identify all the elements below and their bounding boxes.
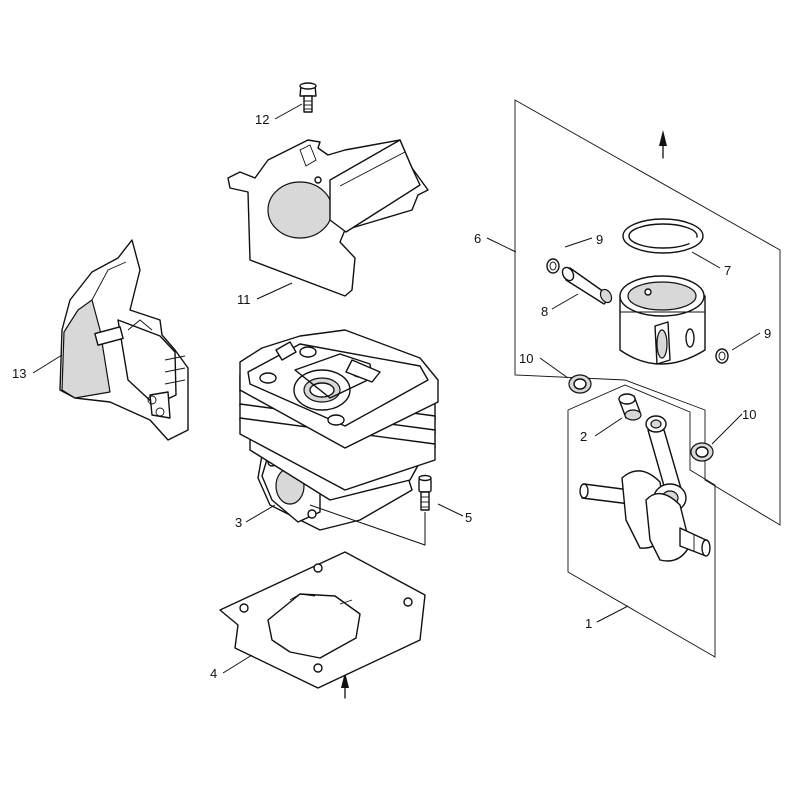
callout-4: 4 <box>210 666 217 681</box>
piston-pin-part-8 <box>561 266 613 305</box>
callout-11: 11 <box>237 292 251 307</box>
bolt-part-12 <box>299 82 317 113</box>
air-guide-part-13 <box>59 239 189 441</box>
leader-lines <box>32 103 761 674</box>
callout-8: 8 <box>541 304 548 319</box>
direction-arrow-top <box>659 130 667 159</box>
needle-bearing-part-2 <box>618 393 642 421</box>
callout-7: 7 <box>724 263 731 278</box>
callout-5: 5 <box>465 510 472 525</box>
callout-10-right: 10 <box>742 407 756 422</box>
heat-shield-part-11 <box>227 139 429 297</box>
callout-12: 12 <box>255 112 269 127</box>
callout-9-lower: 9 <box>764 326 771 341</box>
cylinder-part-3 <box>239 329 439 531</box>
callout-10-left: 10 <box>519 351 533 366</box>
callout-9-upper: 9 <box>596 232 603 247</box>
callout-13: 13 <box>12 366 26 381</box>
callout-2: 2 <box>580 429 587 444</box>
circlip-part-9-lower <box>715 348 729 364</box>
piston <box>619 275 706 365</box>
washer-part-10-left <box>568 374 592 394</box>
screw-part-5 <box>309 474 432 546</box>
circlip-part-9-upper <box>546 258 560 274</box>
crankshaft-frame <box>567 384 716 658</box>
gasket-part-4 <box>219 551 426 689</box>
callout-labels: 12 11 13 3 4 5 6 7 8 9 9 10 10 2 1 <box>12 112 771 681</box>
piston-ring-part-7 <box>622 218 704 254</box>
direction-arrow-bottom <box>341 672 349 699</box>
crankshaft-part-1 <box>579 415 711 562</box>
callout-3: 3 <box>235 515 242 530</box>
callout-1: 1 <box>585 616 592 631</box>
callout-6: 6 <box>474 231 481 246</box>
washer-part-10-right <box>690 442 714 462</box>
